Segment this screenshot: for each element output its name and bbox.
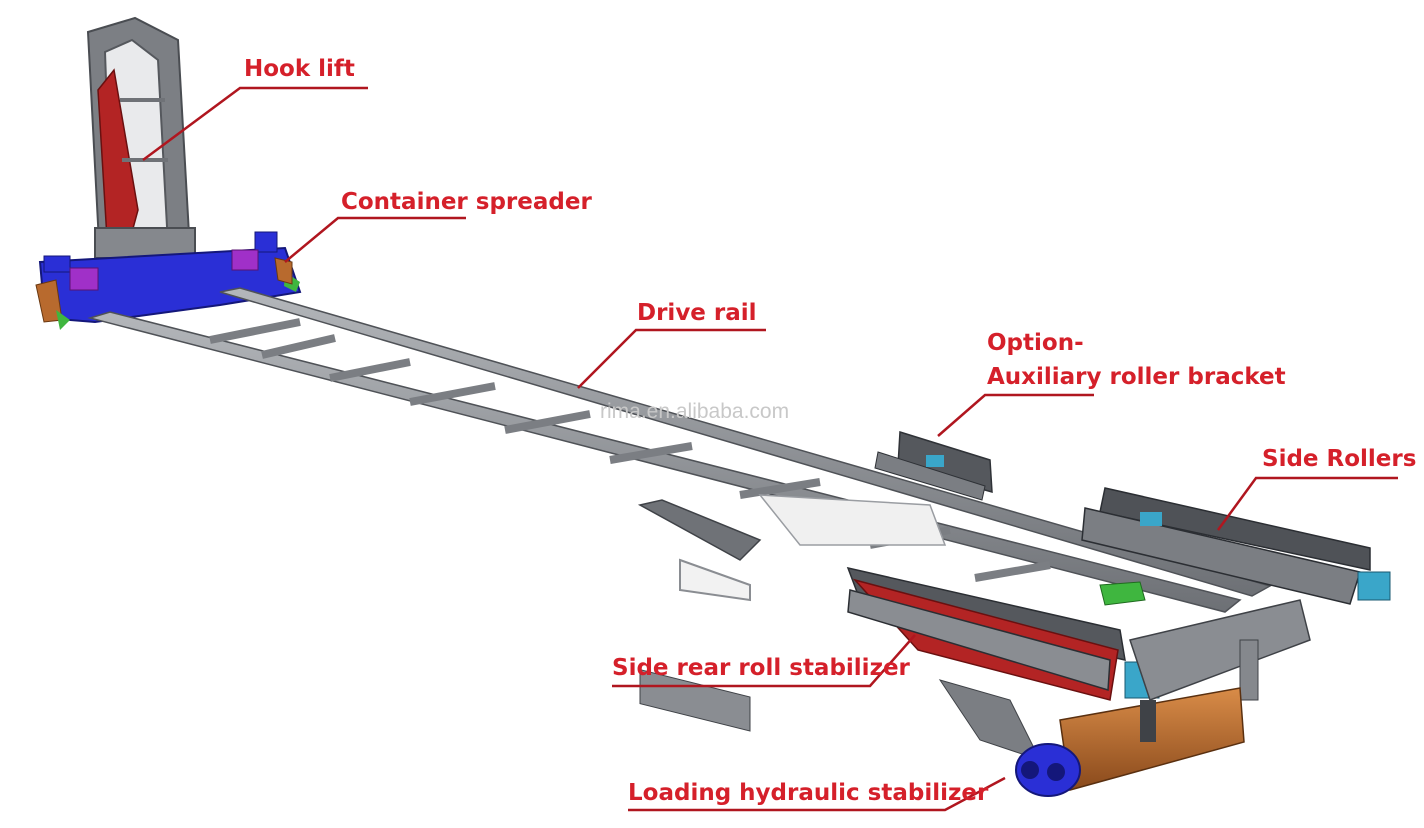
side-rear-roll-stabilizer-assembly [846, 566, 1160, 701]
label-side-rear-roll-stabilizer: Side rear roll stabilizer [612, 655, 910, 681]
leader-line-side-rear-roll-stabilizer [612, 634, 916, 688]
mid-frame-bracket [637, 494, 947, 732]
leader-line-container-spreader [284, 216, 466, 263]
label-container-spreader: Container spreader [341, 189, 592, 215]
rear-frame-assembly [938, 599, 1311, 797]
label-drive-rail: Drive rail [637, 300, 757, 326]
leader-line-drive-rail [577, 328, 766, 389]
container-spreader-assembly [35, 231, 302, 330]
watermark-text: rima.en.alibaba.com [600, 400, 790, 423]
label-hook-lift: Hook lift [244, 56, 355, 82]
leader-line-side-rollers [1216, 476, 1398, 531]
side-rollers-assembly [1081, 487, 1391, 605]
leader-line-hook-lift [142, 86, 368, 162]
leader-line-loading-hydraulic-stabilizer [628, 776, 1006, 812]
label-auxiliary-roller-bracket: Auxiliary roller bracket [987, 364, 1286, 390]
leader-lines [142, 86, 1398, 812]
leader-line-auxiliary-roller-bracket [937, 393, 1094, 437]
hook-lift-assembly [86, 16, 196, 272]
auxiliary-roller-bracket [874, 430, 993, 501]
label-loading-hydraulic-stabilizer: Loading hydraulic stabilizer [628, 780, 989, 806]
label-side-rollers: Side Rollers [1262, 446, 1417, 472]
label-option: Option- [987, 330, 1084, 356]
